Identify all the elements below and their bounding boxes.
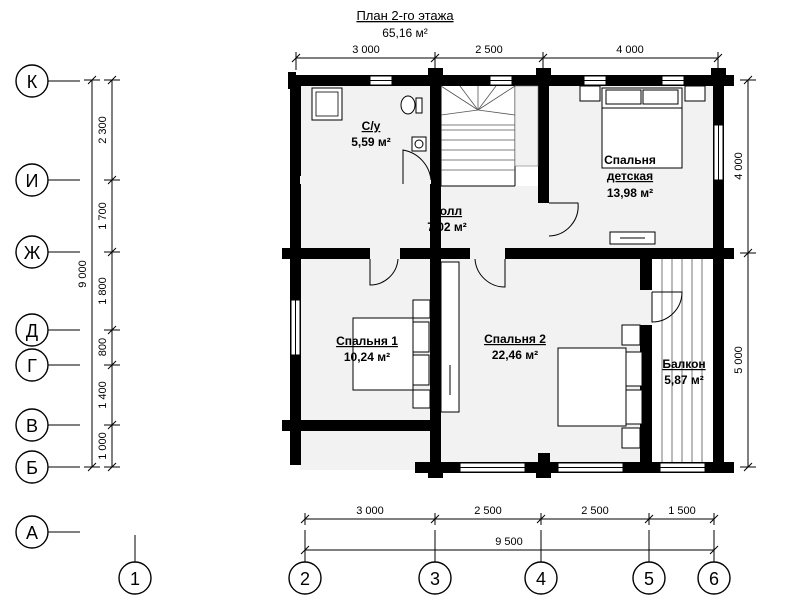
room-balcony-name: Балкон (662, 357, 705, 371)
child-bedroom-furniture (579, 85, 706, 245)
dim-bottom-4: 1 500 (668, 505, 696, 517)
room-bedroom1-name: Спальня 1 (336, 334, 398, 348)
plan-total-area: 65,16 м² (382, 26, 428, 40)
bathroom-fixtures (311, 87, 427, 152)
dim-left-total: 9 000 (77, 260, 89, 288)
windows (290, 75, 724, 473)
axis-row-g: Г (27, 356, 37, 376)
bedroom2-furniture (440, 261, 643, 449)
balcony-deck-lines (661, 255, 703, 466)
axis-row-k: К (27, 72, 38, 92)
room-bathroom-area: 5,59 м² (351, 135, 391, 149)
room-hall-name: Холл (432, 204, 462, 218)
dim-right-2: 5 000 (733, 346, 745, 374)
dim-left-2: 1 700 (97, 202, 109, 230)
room-bedroom2-name: Спальня 2 (484, 332, 546, 346)
staircase (440, 85, 539, 187)
axis-col-3: 3 (430, 569, 440, 589)
dim-top-1: 3 000 (352, 44, 380, 56)
dim-bottom-3: 2 500 (581, 505, 609, 517)
dimension-right: 4 000 5 000 (733, 75, 756, 472)
room-bedroom2-area: 22,46 м² (492, 348, 538, 362)
dimension-left: 9 000 2 300 1 700 1 800 800 1 400 1 000 (77, 75, 120, 472)
axis-row-v: В (26, 416, 38, 436)
axis-col-5: 5 (644, 569, 654, 589)
dim-left-5: 1 400 (97, 381, 109, 409)
dimension-bottom: 3 000 2 500 2 500 1 500 9 500 (300, 505, 719, 555)
axis-col-1: 1 (130, 569, 140, 589)
dim-bottom-2: 2 500 (474, 505, 502, 517)
dim-left-1: 2 300 (97, 116, 109, 144)
axis-col-6: 6 (709, 569, 719, 589)
axis-row-zh: Ж (24, 243, 41, 263)
room-hall-area: 7,02 м² (427, 220, 467, 234)
room-bedroom1-area: 10,24 м² (344, 350, 390, 364)
plan-title: План 2-го этажа (356, 8, 454, 23)
dim-left-3: 1 800 (97, 277, 109, 305)
dim-left-6: 1 000 (97, 432, 109, 460)
bedroom1-furniture (352, 299, 431, 409)
axis-row-b: Б (26, 458, 38, 478)
axis-row-a: А (26, 523, 38, 543)
dim-right-1: 4 000 (733, 152, 745, 180)
column-axes: 1 2 3 4 5 6 (118, 530, 731, 595)
axis-row-d: Д (26, 321, 38, 341)
dimension-top: 3 000 2 500 4 000 (291, 44, 723, 70)
room-bathroom-name: С/у (362, 119, 381, 133)
log-ends (282, 68, 734, 478)
room-balcony-area: 5,87 м² (664, 373, 704, 387)
room-child-bedroom-area: 13,98 м² (607, 186, 653, 200)
doors (300, 149, 683, 325)
axis-row-i: И (26, 171, 39, 191)
dim-top-3: 4 000 (616, 44, 644, 56)
dim-top-2: 2 500 (475, 44, 503, 56)
dim-bottom-total: 9 500 (495, 536, 523, 548)
dim-bottom-1: 3 000 (356, 505, 384, 517)
axis-col-2: 2 (300, 569, 310, 589)
dim-left-4: 800 (97, 338, 109, 356)
axis-col-4: 4 (536, 569, 546, 589)
row-axes: К И Ж Д Г В Б А (15, 64, 80, 549)
